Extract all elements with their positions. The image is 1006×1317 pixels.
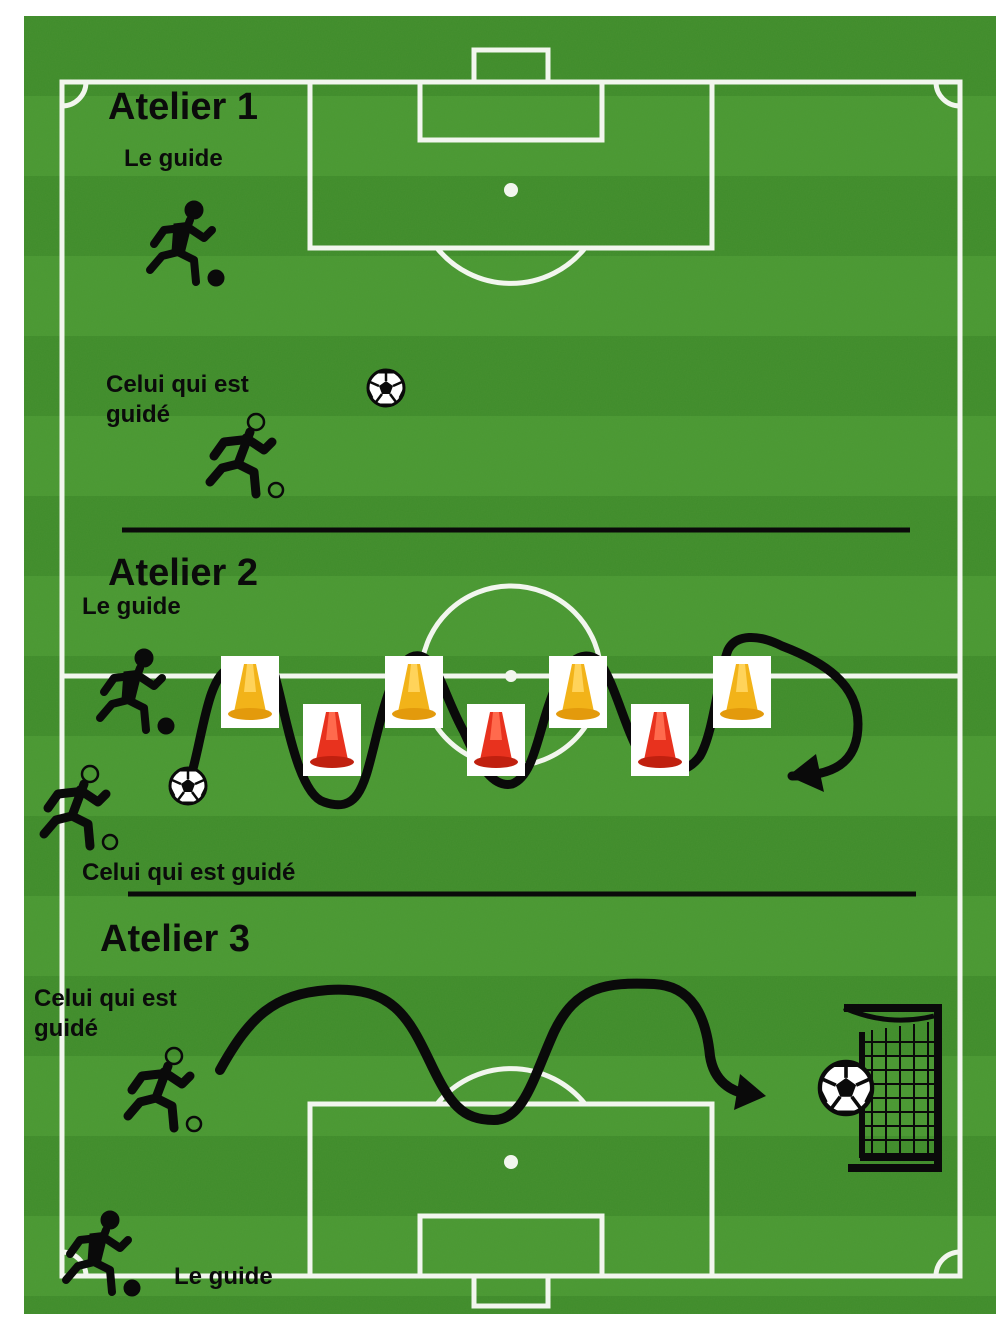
soccer-ball-icon (170, 768, 206, 804)
football-pitch-diagram: Atelier 1 Le guide Celui qui est guidé A… (24, 16, 996, 1314)
cone-icon (303, 704, 361, 776)
atelier-3-guide-label: Le guide (174, 1262, 273, 1292)
atelier-2-guide-label: Le guide (82, 592, 181, 622)
atelier-1-guide-label: Le guide (124, 144, 223, 174)
cone-icon (467, 704, 525, 776)
soccer-ball-icon (368, 370, 404, 406)
atelier-3-guided-label: Celui qui est guidé (34, 984, 204, 1044)
cone-icon (549, 656, 607, 728)
atelier-1-title: Atelier 1 (108, 84, 258, 132)
cone-icon (221, 656, 279, 728)
soccer-ball-icon (820, 1062, 872, 1114)
atelier-2-guided-label: Celui qui est guidé (82, 858, 295, 888)
cone-icon (631, 704, 689, 776)
cone-icon (385, 656, 443, 728)
atelier-3-title: Atelier 3 (100, 916, 250, 964)
atelier-2-title: Atelier 2 (108, 550, 258, 598)
cone-icon (713, 656, 771, 728)
atelier-1-guided-label: Celui qui est guidé (106, 370, 276, 430)
